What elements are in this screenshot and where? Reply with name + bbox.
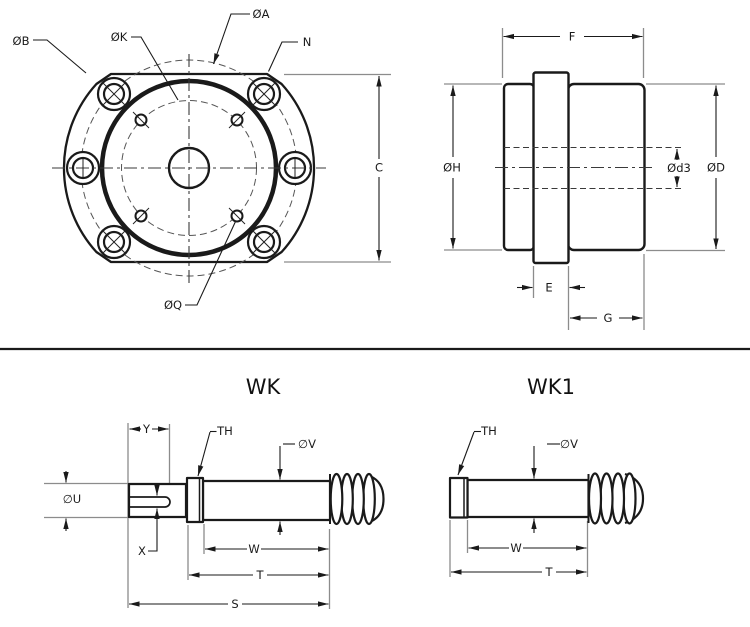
leader-dia-q — [185, 221, 236, 306]
label-dia-v: ∅V — [298, 437, 316, 451]
wk1-thread — [587, 472, 645, 525]
shaft-wk-view: WK Y — [44, 375, 385, 611]
wk-title: WK — [246, 375, 282, 399]
front-view-annotations: ØB ØK ØA N ØQ C — [13, 7, 391, 312]
wk-keyway-slot — [129, 496, 171, 508]
shaft-wk1-view: WK1 TH ∅V — [448, 375, 645, 579]
label-dia-v: ∅V — [560, 437, 578, 451]
label-th: TH — [216, 424, 233, 438]
label-x: X — [138, 544, 146, 558]
label-c: C — [375, 161, 383, 175]
label-w: W — [248, 542, 259, 556]
label-f: F — [569, 30, 576, 44]
wk1-title: WK1 — [527, 375, 575, 399]
leader-th — [457, 431, 475, 476]
label-dia-d: ØD — [707, 161, 725, 175]
label-th: TH — [480, 424, 497, 438]
label-g: G — [604, 311, 613, 325]
label-s: S — [231, 597, 238, 611]
label-t: T — [544, 565, 553, 579]
label-e: E — [545, 281, 552, 295]
wk1-shaft-body — [466, 478, 590, 519]
flange-front-view: ØB ØK ØA N ØQ C — [13, 7, 391, 312]
centerlines — [52, 54, 326, 284]
wk1-th-ring — [448, 476, 469, 519]
side-view-extension-lines — [444, 28, 725, 330]
label-t: T — [255, 568, 264, 582]
label-dia-u: ∅U — [63, 492, 81, 506]
wk-shaft-body — [201, 479, 332, 522]
leader-th — [197, 431, 211, 477]
side-view-centerlines — [495, 147, 681, 189]
leader-dia-k — [131, 36, 179, 101]
leader-dia-b — [33, 39, 87, 74]
label-dia-q: ØQ — [164, 298, 182, 312]
leader-dia-a — [212, 13, 250, 65]
label-dia-k: ØK — [111, 30, 128, 44]
leader-n — [267, 41, 298, 72]
wk1-extension-lines — [449, 520, 589, 577]
label-w: W — [510, 541, 521, 555]
label-dia-a: ØA — [253, 7, 270, 21]
wk-thread — [329, 472, 385, 526]
label-dia-b: ØB — [13, 34, 30, 48]
label-y: Y — [142, 422, 151, 436]
hole-center-marks — [82, 81, 296, 255]
label-dia-d3: Ød3 — [667, 161, 691, 175]
label-n: N — [303, 35, 312, 49]
wk-th-ring — [185, 476, 205, 524]
side-view-annotations: F ØH Ød3 ØD E G — [443, 30, 725, 326]
wk1-annotations: TH ∅V W T — [451, 424, 587, 579]
flange-side-view: F ØH Ød3 ØD E G — [443, 28, 725, 330]
wk-annotations: Y TH ∅U X ∅V W T S — [63, 422, 329, 611]
label-dia-h: ØH — [443, 161, 461, 175]
